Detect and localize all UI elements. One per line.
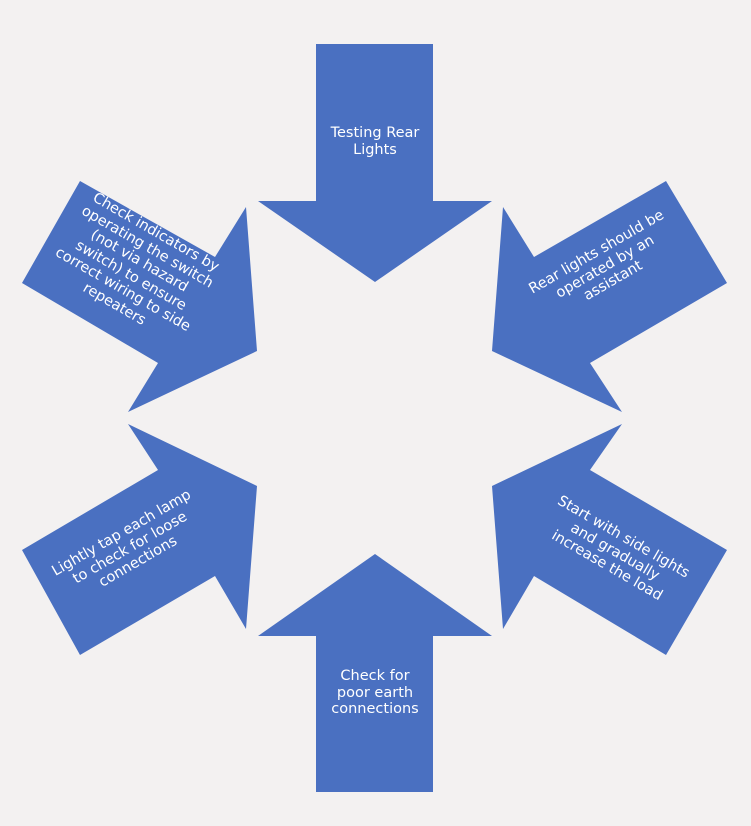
label-bottom: Check for poor earth connections	[331, 668, 419, 717]
arrow-bottom-right	[492, 424, 727, 655]
arrow-top-right	[492, 181, 727, 412]
label-top: Testing Rear Lights	[330, 125, 420, 158]
arrow-bottom	[258, 554, 492, 792]
arrow-top-left	[22, 181, 257, 412]
arrow-top	[258, 44, 492, 282]
arrow-bottom-left	[22, 424, 257, 655]
